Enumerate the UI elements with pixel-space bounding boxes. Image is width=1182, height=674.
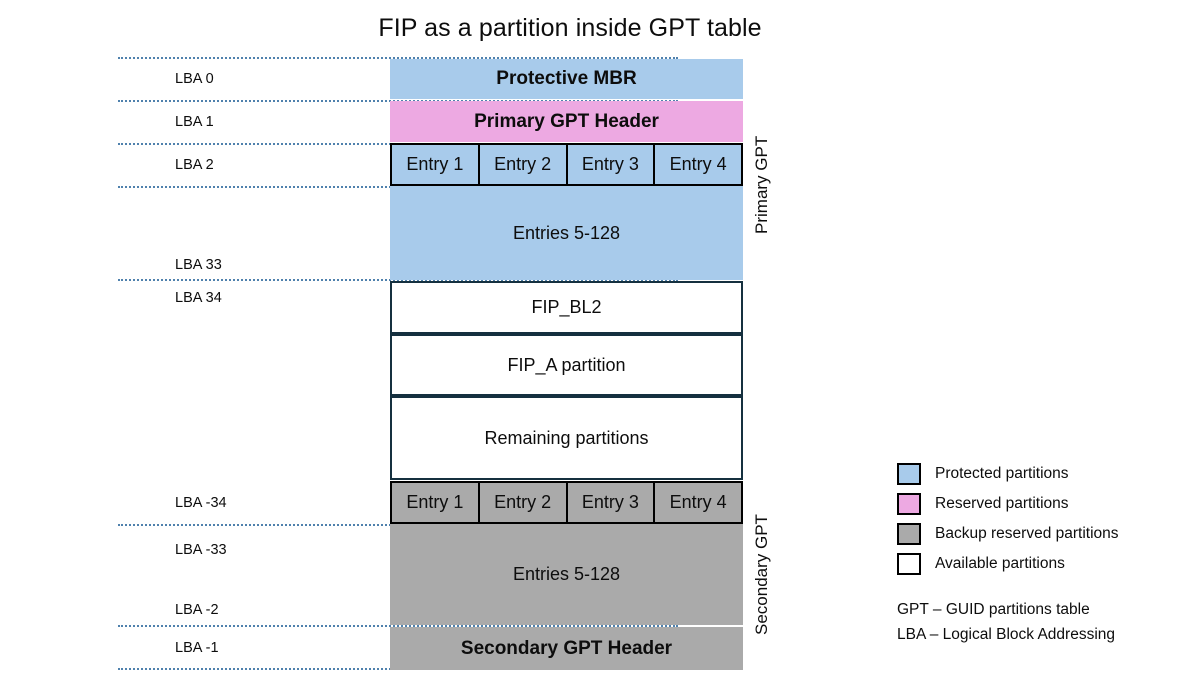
secondary-entry-3: Entry 3 (568, 483, 656, 522)
lba-label-m2: LBA -2 (175, 602, 219, 618)
legend-swatch-available-icon (897, 553, 921, 575)
legend: Protected partitions Reserved partitions… (897, 459, 1167, 647)
primary-entry-row: Entry 1 Entry 2 Entry 3 Entry 4 (390, 143, 743, 186)
legend-abbreviations: GPT – GUID partitions table LBA – Logica… (897, 597, 1167, 647)
legend-swatch-protected-icon (897, 463, 921, 485)
guide-line-lba33-bot (118, 279, 678, 281)
primary-entry-2: Entry 2 (480, 145, 568, 184)
secondary-entry-2: Entry 2 (480, 483, 568, 522)
block-primary-gpt-header: Primary GPT Header (390, 101, 743, 142)
block-secondary-entries-5-128: Entries 5-128 (390, 524, 743, 625)
block-protective-mbr: Protective MBR (390, 59, 743, 99)
lba-label-m1: LBA -1 (175, 640, 219, 656)
lba-label-1: LBA 1 (175, 114, 214, 130)
block-remaining-partitions: Remaining partitions (390, 396, 743, 480)
legend-label-reserved: Reserved partitions (935, 495, 1069, 512)
primary-entry-3: Entry 3 (568, 145, 656, 184)
guide-line-lbam2-bot (118, 625, 678, 627)
lba-label-34: LBA 34 (175, 290, 222, 306)
legend-item-backup-reserved: Backup reserved partitions (897, 519, 1167, 549)
side-label-secondary-gpt: Secondary GPT (752, 514, 771, 636)
legend-item-reserved: Reserved partitions (897, 489, 1167, 519)
abbreviation-lba: LBA – Logical Block Addressing (897, 626, 1115, 643)
legend-label-protected: Protected partitions (935, 465, 1069, 482)
lba-label-2: LBA 2 (175, 157, 214, 173)
legend-label-available: Available partitions (935, 555, 1065, 572)
side-label-primary-gpt: Primary GPT (752, 135, 771, 235)
legend-swatch-backup-reserved-icon (897, 523, 921, 545)
lba-label-33: LBA 33 (175, 257, 222, 273)
block-primary-entries-5-128: Entries 5-128 (390, 186, 743, 280)
lba-label-0: LBA 0 (175, 71, 214, 87)
block-fip-a-partition: FIP_A partition (390, 334, 743, 396)
primary-entry-1: Entry 1 (392, 145, 480, 184)
block-secondary-gpt-header: Secondary GPT Header (390, 627, 743, 670)
guide-line-lba0-top (118, 57, 678, 59)
block-fip-bl2: FIP_BL2 (390, 281, 743, 334)
primary-entry-4: Entry 4 (669, 154, 727, 174)
page-title: FIP as a partition inside GPT table (378, 14, 762, 42)
abbreviation-gpt: GPT – GUID partitions table (897, 601, 1090, 618)
secondary-entry-row: Entry 1 Entry 2 Entry 3 Entry 4 (390, 481, 743, 524)
lba-label-m33: LBA -33 (175, 542, 227, 558)
lba-label-m34: LBA -34 (175, 495, 227, 511)
legend-label-backup-reserved: Backup reserved partitions (935, 525, 1119, 542)
gpt-layout-diagram: LBA 0 LBA 1 LBA 2 LBA 33 LBA 34 LBA -34 … (118, 57, 771, 670)
secondary-entry-1: Entry 1 (392, 483, 480, 522)
legend-item-available: Available partitions (897, 549, 1167, 579)
legend-swatch-reserved-icon (897, 493, 921, 515)
legend-item-protected: Protected partitions (897, 459, 1167, 489)
secondary-entry-4: Entry 4 (669, 492, 727, 512)
